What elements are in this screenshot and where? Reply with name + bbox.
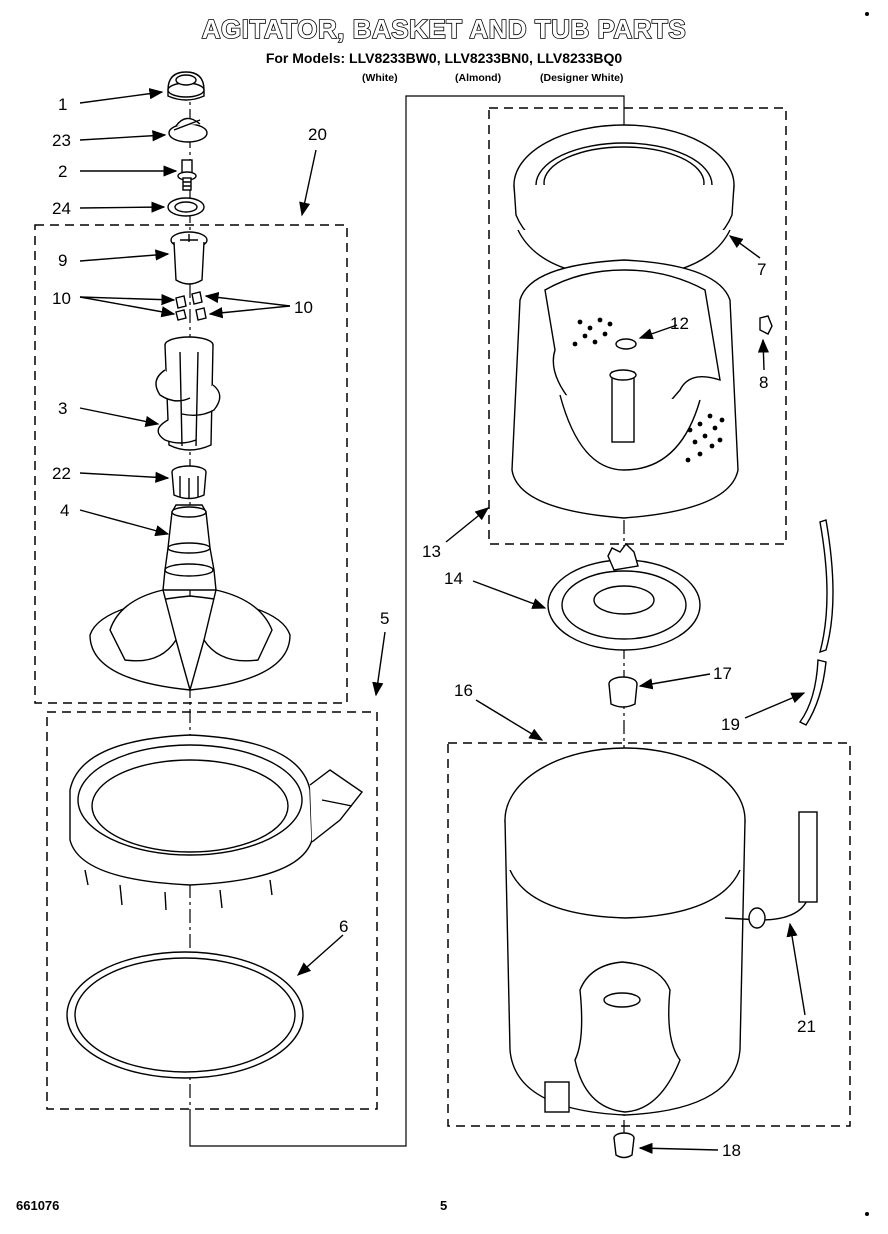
callout-14: 14	[444, 569, 463, 588]
callout-12: 12	[670, 314, 689, 333]
clip-part	[759, 315, 773, 335]
agitator-base-part	[89, 504, 291, 693]
tub-seal-part	[66, 951, 304, 1079]
callout-8: 8	[759, 373, 768, 392]
callout-10-left: 10	[52, 289, 71, 308]
agitator-group-box	[34, 224, 348, 704]
callout-5: 5	[380, 609, 389, 628]
variant-almond: (Almond)	[455, 72, 502, 84]
callout-22: 22	[52, 464, 71, 483]
callout-17: 17	[713, 664, 732, 683]
variant-designer-white: (Designer White)	[540, 72, 624, 84]
corner-mark-top	[865, 12, 869, 16]
connector-line	[189, 95, 625, 1147]
callout-23: 23	[52, 131, 71, 150]
agitator-cap-part	[167, 71, 205, 101]
tub-ring-part	[69, 734, 364, 911]
page-title: AGITATOR, BASKET AND TUB PARTS	[201, 13, 687, 45]
balance-ring-part	[513, 124, 735, 279]
bushing-part	[608, 676, 638, 708]
callout-9: 9	[58, 251, 67, 270]
spin-basket-part	[511, 259, 739, 519]
variant-white: (White)	[362, 72, 398, 84]
agitator-auger-part	[155, 336, 221, 451]
agitator-dogs-part	[175, 291, 207, 321]
callout-24: 24	[52, 199, 71, 218]
model-list: For Models: LLV8233BW0, LLV8233BN0, LLV8…	[265, 50, 623, 66]
callout-7: 7	[757, 260, 766, 279]
agitator-bolt-part	[177, 159, 197, 191]
callout-2: 2	[58, 162, 67, 181]
drain-plug-part	[613, 1132, 635, 1159]
doc-number: 661076	[16, 1198, 60, 1213]
pressure-hose-part	[724, 811, 818, 929]
callout-3: 3	[58, 399, 67, 418]
callout-20: 20	[308, 125, 327, 144]
outer-tub-group-box	[447, 742, 851, 1127]
tub-ring-group-box	[46, 711, 378, 1110]
callout-1: 1	[58, 95, 67, 114]
drive-coupler-part	[171, 465, 207, 500]
callout-16: 16	[454, 681, 473, 700]
callout-6: 6	[339, 917, 348, 936]
callout-18: 18	[722, 1141, 741, 1160]
callout-4: 4	[60, 501, 69, 520]
cap-insert-part	[168, 117, 208, 143]
callout-13: 13	[422, 542, 441, 561]
tube-lower-part	[798, 659, 827, 726]
callout-21: 21	[797, 1017, 816, 1036]
callout-19: 19	[721, 715, 740, 734]
basket-group-box	[488, 107, 787, 545]
callout-10-right: 10	[294, 298, 313, 317]
basket-nut-part	[615, 338, 637, 350]
tube-upper-part	[818, 519, 834, 654]
corner-mark-bottom	[865, 1212, 869, 1216]
outer-tub-part	[504, 747, 746, 1116]
page-number: 5	[440, 1198, 448, 1213]
brake-assembly-part	[547, 542, 701, 651]
agitator-cam-part	[170, 231, 208, 285]
